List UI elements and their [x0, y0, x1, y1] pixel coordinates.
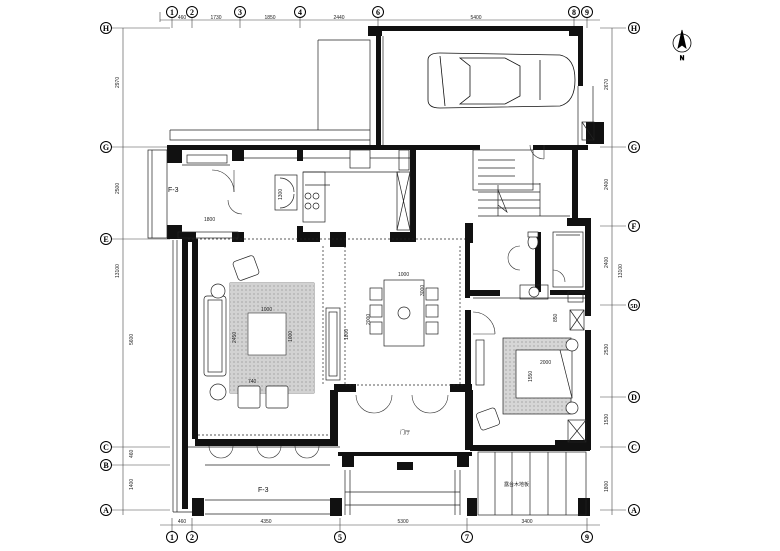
axis-label: C	[103, 443, 109, 452]
axis-label: 2	[190, 533, 194, 542]
dim-label: 460	[129, 449, 135, 458]
living-rug	[229, 282, 315, 394]
axis-label: 9	[585, 8, 589, 17]
dim-label: 3000	[420, 285, 426, 296]
axis-label: E	[103, 235, 108, 244]
dim-label: 1730	[210, 15, 221, 21]
axis-label: 7	[465, 533, 469, 542]
axis-label: D	[631, 393, 637, 402]
axis-label: 8	[572, 8, 576, 17]
dims-left: 2970 2500 13100 5600 460 1400	[115, 77, 135, 490]
dim-label: 2400	[604, 257, 610, 268]
armchair-icon	[232, 255, 260, 281]
dims-right: 2670 2400 2400 13100 2530 1530 1800	[604, 79, 624, 492]
terrace-label: F-3	[258, 487, 269, 494]
axis-label: B	[103, 461, 109, 470]
deck-label: 露台木地板	[504, 481, 529, 488]
dim-label: 2530	[604, 344, 610, 355]
axis-label: G	[103, 143, 109, 152]
dim-label: 2970	[115, 77, 121, 88]
axis-ticks-bottom	[171, 518, 588, 532]
axis-label: 5	[338, 533, 342, 542]
room-dim-label: 1800	[204, 217, 215, 223]
door-swings	[208, 144, 566, 459]
dim-label: 460	[178, 519, 187, 525]
axis-label: H	[631, 24, 638, 33]
thin-lines	[147, 36, 595, 516]
bedroom-furniture	[475, 337, 579, 431]
dim-label: 1530	[604, 414, 610, 425]
axis-label: 1	[170, 533, 174, 542]
dining-set	[369, 279, 439, 347]
dim-label: 850	[553, 313, 559, 322]
axis-label: A	[103, 506, 109, 515]
walls	[167, 26, 604, 516]
dim-label: 5300	[397, 519, 408, 525]
dim-label: 1400	[129, 479, 135, 490]
axis-label: A	[631, 506, 637, 515]
axis-label: 2	[190, 8, 194, 17]
dim-label: 3400	[521, 519, 532, 525]
dim-label: 5400	[470, 15, 481, 21]
dim-label: 2400	[604, 179, 610, 190]
sink-icon	[349, 149, 371, 169]
axis-lines	[122, 12, 613, 526]
dim-label: 2670	[604, 79, 610, 90]
axis-label: F	[632, 222, 637, 231]
tv-cabinet-icon	[325, 307, 341, 381]
armchair-icon	[265, 385, 289, 409]
balcony-label: F-3	[168, 187, 179, 194]
dim-label: 460	[178, 15, 187, 21]
dim-label: 1000	[288, 331, 294, 342]
bed-icon	[515, 349, 573, 399]
axis-label: C	[631, 443, 637, 452]
bath-fixtures	[177, 149, 549, 300]
dim-label: 1850	[264, 15, 275, 21]
dim-label: 2500	[115, 183, 121, 194]
dim-label: 1800	[344, 329, 350, 340]
furniture-dims: 1000 3000 2000 1000 1000 2450 740 1800 2…	[232, 189, 559, 385]
axis-bubble-labels: 1 2 3 4 6 8 9 1 2 5 7 9 H G E C B A H G …	[103, 8, 638, 542]
axis-label: 9	[585, 533, 589, 542]
side-table-icon	[210, 283, 226, 299]
axis-bubbles	[100, 6, 640, 543]
sink-icon	[528, 286, 540, 298]
dim-label: 4350	[260, 519, 271, 525]
axis-ticks-side	[112, 27, 626, 511]
dim-label: 2000	[366, 314, 372, 325]
dim-label: 2450	[232, 332, 238, 343]
dim-label: 5600	[129, 334, 135, 345]
dim-label: 1300	[278, 189, 284, 200]
room-labels: F-3 1800 F-3 门厅 露台木地板	[168, 187, 529, 494]
dim-label: 1000	[261, 307, 272, 313]
armchair-icon	[237, 385, 261, 409]
dim-label: 13100	[618, 264, 624, 278]
dim-label: 1000	[398, 272, 409, 278]
entry-label: 门厅	[400, 429, 410, 436]
axis-label: G	[631, 143, 637, 152]
dim-label: 2000	[540, 360, 551, 366]
dims-top: 460 1730 1850 2440 5400	[178, 15, 482, 21]
axis-label: 5D	[630, 304, 638, 310]
car-icon	[427, 52, 576, 109]
axis-label: H	[103, 24, 110, 33]
axis-label: 6	[376, 8, 380, 17]
dim-label: 1800	[604, 481, 610, 492]
dim-label: 1550	[528, 371, 534, 382]
dim-label: 13100	[115, 264, 121, 278]
dims-bottom: 460 4350 5300 3400	[178, 519, 533, 525]
axis-label: 1	[170, 8, 174, 17]
armchair-icon	[476, 407, 500, 431]
axis-label: 3	[238, 8, 242, 17]
axis-label: 4	[298, 8, 302, 17]
compass-icon: N	[672, 29, 692, 62]
living-furniture	[203, 255, 341, 409]
dim-label: 2440	[333, 15, 344, 21]
dim-label: 740	[248, 379, 257, 385]
compass-label: N	[680, 56, 684, 62]
